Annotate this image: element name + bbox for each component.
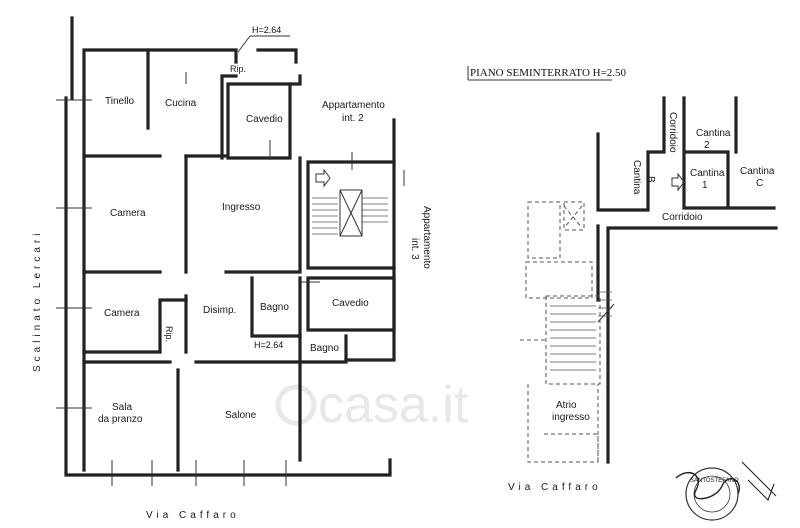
neighbour-app2-line1: Appartamento bbox=[322, 100, 385, 111]
room-cantina-b-line2: B bbox=[645, 176, 656, 183]
stamp-text: SANTOSTEFANO bbox=[690, 478, 739, 484]
room-cucina: Cucina bbox=[165, 98, 197, 109]
room-cavedio-top: Cavedio bbox=[246, 114, 283, 125]
room-camera-1: Camera bbox=[110, 208, 146, 219]
watermark: casa.it bbox=[318, 376, 469, 434]
room-tinello: Tinello bbox=[105, 96, 135, 107]
ground-floor-walls bbox=[64, 16, 396, 477]
room-cantina-c-line2: C bbox=[756, 178, 763, 189]
room-cantina-2-line2: 2 bbox=[704, 140, 710, 151]
basement-title: PIANO SEMINTERRATO H=2.50 bbox=[470, 67, 627, 79]
neighbour-app3-line2: int. 3 bbox=[409, 238, 420, 260]
room-rip-side: Rip. bbox=[164, 326, 174, 342]
room-cantina-b-line1: Cantina bbox=[631, 160, 642, 195]
basement-dashed bbox=[520, 201, 601, 463]
room-camera-2: Camera bbox=[104, 308, 140, 319]
basement-stair bbox=[550, 172, 685, 371]
room-sala-line2: da pranzo bbox=[98, 414, 143, 425]
watermark-logo bbox=[275, 384, 317, 426]
room-ingresso: Ingresso bbox=[222, 202, 261, 213]
room-cavedio-mid: Cavedio bbox=[332, 298, 369, 309]
room-cantina-c-line1: Cantina bbox=[740, 166, 775, 177]
neighbour-app3-line1: Appartamento bbox=[421, 206, 432, 269]
room-atrio-line2: ingresso bbox=[552, 412, 590, 423]
room-bagno-1: Bagno bbox=[260, 302, 289, 313]
street-label-basement: Via Caffaro bbox=[508, 482, 602, 493]
room-salone: Salone bbox=[225, 410, 257, 421]
basement-title-underline bbox=[467, 66, 612, 81]
room-corridoio-v: Corridoio bbox=[667, 112, 678, 153]
room-corridoio-h: Corridoio bbox=[662, 212, 703, 223]
height-label-top: H=2.64 bbox=[252, 25, 281, 35]
ground-stair bbox=[312, 168, 388, 237]
room-atrio-line1: Atrio bbox=[556, 400, 577, 411]
height-leader-top bbox=[237, 35, 290, 53]
room-bagno-2: Bagno bbox=[310, 343, 339, 354]
room-cantina-1-line2: 1 bbox=[702, 180, 708, 191]
basement-walls bbox=[596, 96, 778, 464]
room-disimp: Disimp. bbox=[203, 305, 236, 316]
side-street-label: Scalinato Lercari bbox=[32, 230, 43, 372]
room-rip-top: Rip. bbox=[230, 64, 246, 74]
street-label-ground: Via Caffaro bbox=[146, 510, 240, 521]
room-sala-line1: Sala bbox=[112, 402, 132, 413]
room-cantina-2-line1: Cantina bbox=[696, 128, 731, 139]
window-marks bbox=[56, 72, 405, 486]
height-label-mid: H=2.64 bbox=[254, 340, 283, 350]
neighbour-app2-line2: int. 2 bbox=[342, 113, 364, 124]
room-cantina-1-line1: Cantina bbox=[690, 168, 725, 179]
professional-stamp: SANTOSTEFANO bbox=[675, 461, 777, 521]
